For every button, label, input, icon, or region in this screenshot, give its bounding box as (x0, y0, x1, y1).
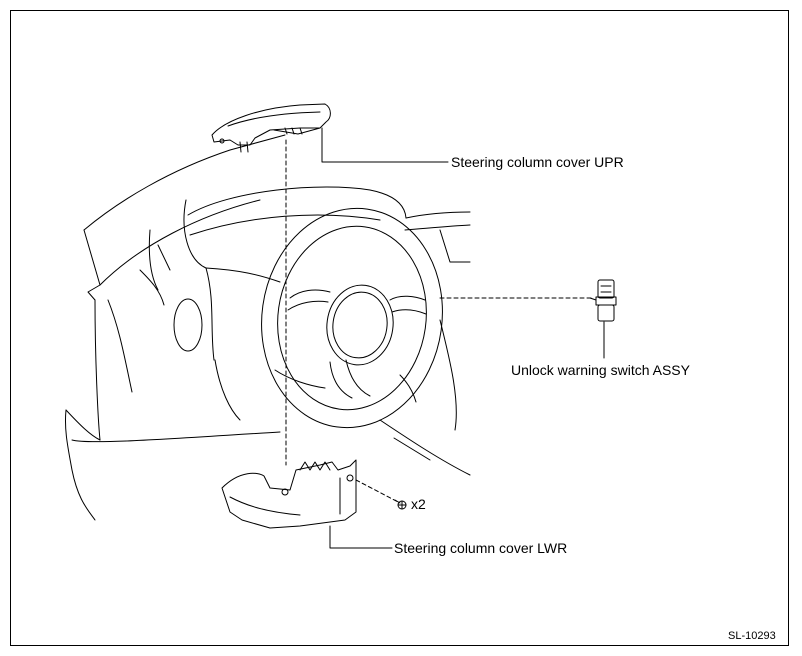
lower-cover-part (221, 459, 357, 529)
steering-wheel (261, 207, 443, 429)
leader-lines (321, 127, 605, 549)
unlock-switch-part (589, 279, 617, 322)
figure-id: SL-10293 (728, 630, 776, 642)
guide-lines (285, 139, 593, 503)
upper-cover-label: Steering column cover UPR (451, 154, 624, 170)
screw-quantity-label: x2 (411, 496, 426, 512)
lower-cover-label: Steering column cover LWR (394, 540, 568, 556)
unlock-switch-label: Unlock warning switch ASSY (511, 362, 690, 378)
diagram-frame (10, 10, 789, 646)
dashboard-outline (65, 134, 471, 521)
upper-cover-part (211, 103, 331, 153)
